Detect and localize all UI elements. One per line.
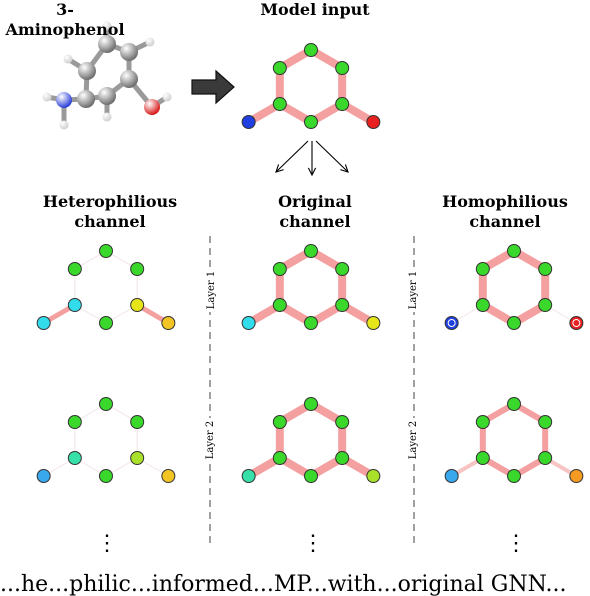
hetero-l1-graph-node xyxy=(130,298,145,312)
molecule-atom xyxy=(162,92,172,102)
homo-l1-graph-node xyxy=(475,298,490,312)
homo-l1-graph-node-left-ring xyxy=(447,319,456,327)
original-l1-graph-node-right xyxy=(366,316,381,330)
hetero-l2-graph-node xyxy=(67,415,82,429)
homo-l2-graph-node xyxy=(538,451,553,465)
hetero-l1-graph-node-right xyxy=(161,316,176,330)
original-l1-graph-node xyxy=(272,298,287,312)
original-l2-graph-node-left xyxy=(241,469,256,483)
molecule-atom xyxy=(56,92,72,108)
original-l1-graph-node-left xyxy=(241,316,256,330)
homo-l1-graph-node xyxy=(475,262,490,276)
homo-l2-graph-node xyxy=(475,451,490,465)
hetero-l2-graph-node xyxy=(99,469,113,483)
original-l2-graph-node xyxy=(272,415,287,429)
model-input-graph-node xyxy=(335,97,350,111)
molecule-atom xyxy=(78,62,96,80)
original-channel-title: Original channel xyxy=(278,192,352,231)
homo-l2-graph-node xyxy=(507,469,521,483)
homo-l2-graph-node xyxy=(538,415,553,429)
original-l2-graph-node-right xyxy=(366,469,381,483)
original-l2-graph-node xyxy=(304,469,318,483)
split-arrow-left-head xyxy=(275,164,284,173)
hetero-l1-graph-node xyxy=(130,262,145,276)
homo-l1-graph-node-right-ring xyxy=(572,319,581,327)
original-l2-graph-node xyxy=(304,397,318,411)
original-l1-graph-node xyxy=(272,262,287,276)
homo-l2-graph-node-right xyxy=(569,469,584,483)
layer-2-label-right: Layer 2 xyxy=(408,421,419,460)
homo-l1-graph-node xyxy=(507,244,521,258)
molecule-atom xyxy=(63,54,73,64)
homophilious-channel-title: Homophilious channel xyxy=(442,192,568,231)
continuation-dots-homo: ⋮ xyxy=(505,531,527,556)
model-input-graph-node-right xyxy=(366,115,381,129)
homo-l1-graph-node-left xyxy=(444,316,459,330)
hetero-l1-graph-node xyxy=(67,262,82,276)
molecule-atom xyxy=(77,90,95,108)
original-l2-graph-node xyxy=(335,451,350,465)
original-l1-graph-node xyxy=(335,298,350,312)
hetero-l1-graph-node-left xyxy=(36,316,51,330)
model-input-graph-node xyxy=(335,61,350,75)
original-l1-graph-node xyxy=(335,262,350,276)
hetero-l2-graph-node xyxy=(130,451,145,465)
homo-l1-graph-node xyxy=(507,316,521,330)
original-l2-graph-node xyxy=(335,415,350,429)
hetero-l1-graph-node xyxy=(99,316,113,330)
model-input-title: Model input xyxy=(260,0,370,19)
original-l2-graph-node xyxy=(272,451,287,465)
molecule-atom xyxy=(120,70,138,88)
molecule-atom xyxy=(59,120,69,130)
hetero-l2-graph-node-left xyxy=(36,469,51,483)
molecule-atom xyxy=(98,35,116,53)
molecule-atom xyxy=(98,87,116,105)
layer-1-label-right: Layer 1 xyxy=(408,271,419,310)
homo-l1-graph-node-right xyxy=(569,316,584,330)
model-input-graph-node xyxy=(304,43,318,57)
homo-l1-graph-node xyxy=(538,262,553,276)
hetero-l2-graph-node-right xyxy=(161,469,176,483)
hetero-l1-graph-node xyxy=(99,244,113,258)
continuation-dots-hetero: ⋮ xyxy=(96,531,118,556)
homo-l2-graph-node xyxy=(475,415,490,429)
molecule-atom xyxy=(145,37,155,47)
layer-1-label-left: Layer 1 xyxy=(206,271,217,310)
homo-l2-graph-node xyxy=(507,397,521,411)
layer-2-label-left: Layer 2 xyxy=(205,421,216,460)
original-l1-graph-node xyxy=(304,244,318,258)
right-arrow-icon xyxy=(191,69,235,105)
hetero-l1-graph-node xyxy=(67,298,82,312)
molecule-atom xyxy=(102,112,112,122)
split-arrow-center-head xyxy=(307,167,317,177)
model-input-graph-node xyxy=(272,97,287,111)
molecule-atom xyxy=(120,43,138,61)
molecule-atom xyxy=(102,21,112,31)
original-l1-graph-node xyxy=(304,316,318,330)
molecule-atom xyxy=(144,99,160,115)
heterophilious-channel-title: Heterophilious channel xyxy=(42,192,178,231)
model-input-graph-node-left xyxy=(241,115,256,129)
split-arrow-right-head xyxy=(340,164,349,173)
hetero-l2-graph-node xyxy=(99,397,113,411)
split-arrow-right xyxy=(315,140,349,173)
model-input-graph-node xyxy=(304,115,318,129)
molecule-atom xyxy=(42,92,52,102)
model-input-graph-node xyxy=(272,61,287,75)
continuation-dots-original: ⋮ xyxy=(302,531,324,556)
homo-l1-graph-node xyxy=(538,298,553,312)
hetero-l2-graph-node xyxy=(67,451,82,465)
hetero-l2-graph-node xyxy=(130,415,145,429)
split-arrow-left xyxy=(275,140,309,173)
molecule-title: 3-Aminophenol xyxy=(5,0,125,39)
homo-l2-graph-node-left xyxy=(444,469,459,483)
caption-text: ...he...philic...informed...MP...with...… xyxy=(0,572,567,596)
